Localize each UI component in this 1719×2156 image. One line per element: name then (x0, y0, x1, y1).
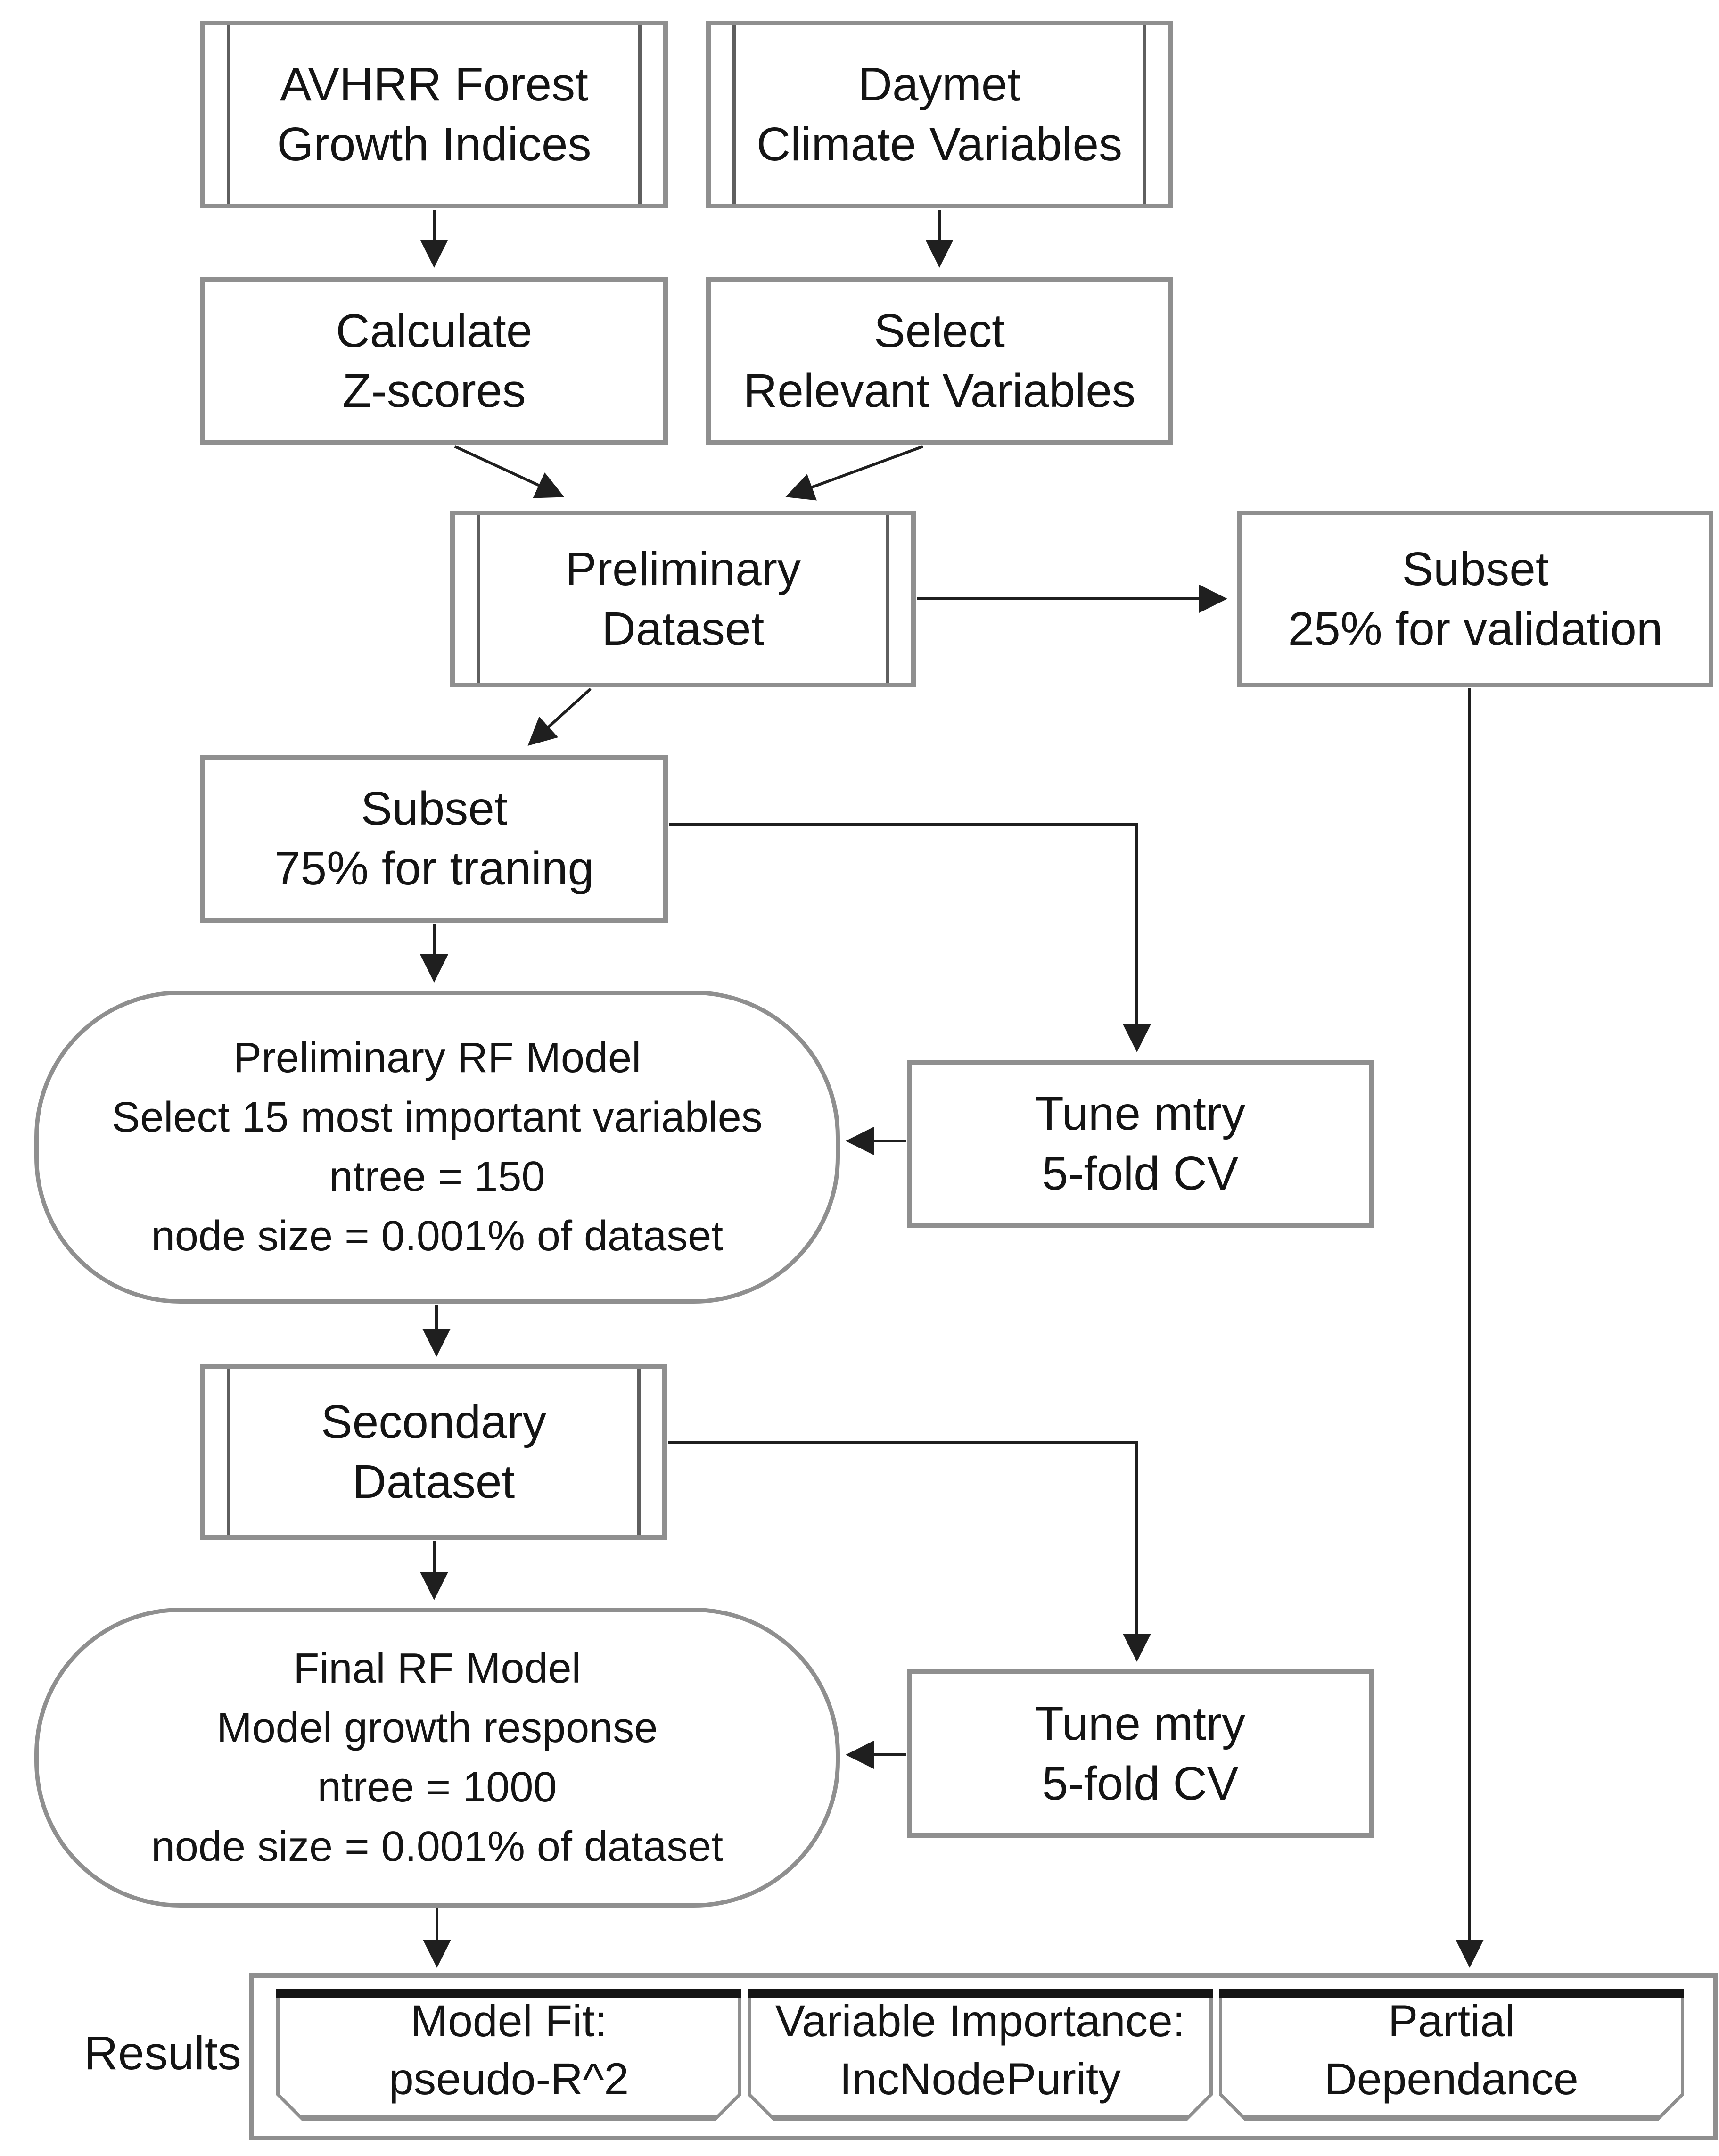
node-text-line: 5-fold CV (1042, 1757, 1239, 1810)
node-text-line: Subset (361, 782, 508, 835)
node-text-line: Z-scores (342, 364, 526, 417)
results-label: Results (84, 2026, 241, 2080)
arrow-prelim-dataset-to-subset-training (527, 687, 592, 746)
arrow-select-to-prelim-dataset (785, 445, 924, 501)
node-text-line: Growth Indices (277, 118, 592, 171)
node-text-line: Relevant Variables (743, 364, 1135, 417)
card-top-border (276, 1989, 741, 1998)
node-avhrr-forest-growth-indices: AVHRR Forest Growth Indices (200, 21, 668, 208)
node-text-line: Dataset (352, 1455, 515, 1508)
node-text-line: Select (874, 304, 1005, 357)
node-final-rf-model: Final RF Model Model growth response ntr… (34, 1608, 840, 1908)
card-top-border (1219, 1989, 1684, 1998)
node-text-line: Dataset (601, 602, 765, 655)
node-text-line: 75% for traning (274, 842, 594, 895)
node-tune-mtry-2: Tune mtry 5-fold CV (907, 1669, 1374, 1838)
node-text-line: 5-fold CV (1042, 1147, 1239, 1200)
node-text-line: Dependance (1324, 2054, 1579, 2104)
card-shape (1219, 1989, 1684, 2121)
node-daymet-climate-variables: Daymet Climate Variables (706, 21, 1173, 208)
node-text-line: Preliminary RF Model (233, 1034, 642, 1082)
result-card-variable-importance: Variable Importance: IncNodePurity (748, 1989, 1213, 2121)
node-text-line: node size = 0.001% of dataset (151, 1213, 724, 1260)
node-text-line: Partial (1388, 1996, 1515, 2046)
node-calculate-zscores: Calculate Z-scores (200, 277, 668, 445)
node-text-line: Subset (1402, 542, 1549, 595)
node-text-line: Secondary (321, 1396, 547, 1448)
node-text-line: ntree = 1000 (317, 1764, 557, 1811)
node-tune-mtry-1: Tune mtry 5-fold CV (907, 1060, 1374, 1228)
node-text-line: Final RF Model (293, 1645, 581, 1692)
node-text-line: Select 15 most important variables (112, 1094, 763, 1141)
node-text-line: 25% for validation (1288, 602, 1663, 655)
node-text-line: Preliminary (565, 542, 801, 595)
node-text-line: Model Fit: (410, 1996, 608, 2046)
node-text-line: ntree = 150 (329, 1153, 545, 1200)
node-text-line: Variable Importance: (775, 1996, 1185, 2046)
node-subset-75-training: Subset 75% for traning (200, 755, 668, 923)
node-preliminary-rf-model: Preliminary RF Model Select 15 most impo… (34, 991, 840, 1304)
node-text-line: AVHRR Forest (280, 58, 588, 111)
node-preliminary-dataset: Preliminary Dataset (450, 511, 916, 687)
node-subset-25-validation: Subset 25% for validation (1237, 511, 1713, 687)
card-shape (748, 1989, 1213, 2121)
card-top-border (748, 1989, 1213, 1998)
node-text-line: Climate Variables (756, 118, 1123, 171)
node-text-line: IncNodePurity (839, 2054, 1121, 2104)
node-secondary-dataset: Secondary Dataset (200, 1364, 667, 1540)
arrow-zscores-to-prelim-dataset (454, 445, 565, 498)
node-text-line: Model growth response (216, 1704, 658, 1751)
node-text-line: node size = 0.001% of dataset (151, 1823, 724, 1870)
node-text-line: Daymet (858, 58, 1021, 111)
result-card-model-fit: Model Fit: pseudo-R^2 (276, 1989, 741, 2121)
node-text-line: pseudo-R^2 (388, 2054, 629, 2104)
node-text-line: Tune mtry (1035, 1087, 1246, 1140)
node-text-line: Tune mtry (1035, 1697, 1246, 1750)
node-select-relevant-variables: Select Relevant Variables (706, 277, 1173, 445)
result-card-partial-dependance: Partial Dependance (1219, 1989, 1684, 2121)
node-text-line: Calculate (336, 304, 533, 357)
card-shape (276, 1989, 741, 2121)
